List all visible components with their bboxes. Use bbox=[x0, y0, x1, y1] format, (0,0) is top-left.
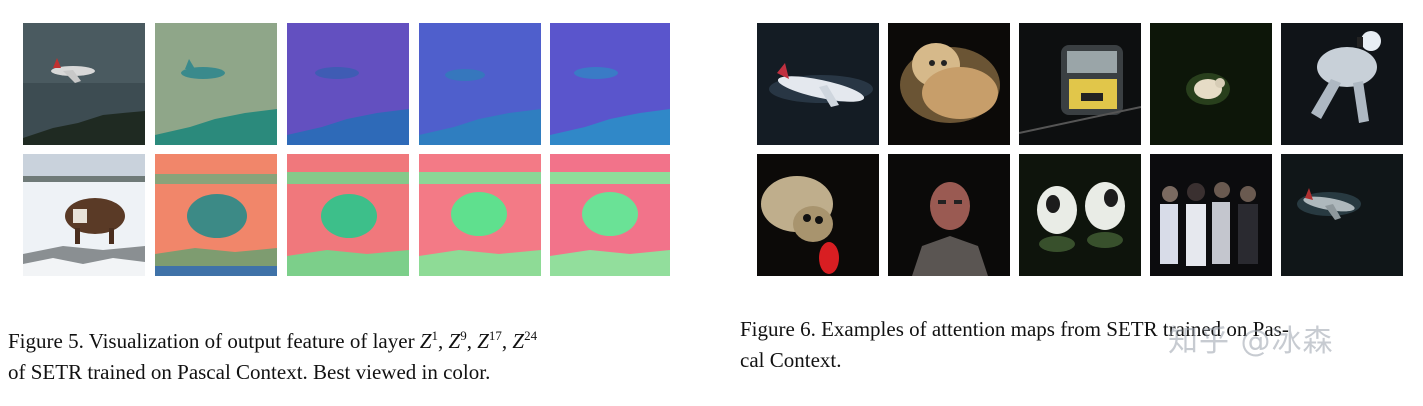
fig5-cow-input bbox=[23, 154, 145, 276]
fig6-attention-dog-jumping bbox=[1281, 23, 1403, 145]
layer-z9: Z9 bbox=[448, 328, 467, 353]
figure-6-caption-line2: cal Context. bbox=[740, 348, 842, 372]
fig6-attention-airplane-2 bbox=[1281, 154, 1403, 276]
fig6-attention-train bbox=[1019, 23, 1141, 145]
fig5-cow-layer9 bbox=[287, 154, 409, 276]
layer-z17: Z17 bbox=[477, 328, 502, 353]
fig6-attention-airplane bbox=[757, 23, 879, 145]
fig6-attention-people bbox=[1150, 154, 1272, 276]
fig6-attention-pug bbox=[757, 154, 879, 276]
fig5-cow-layer24 bbox=[550, 154, 670, 276]
fig5-cow-layer17 bbox=[419, 154, 541, 276]
fig6-attention-person bbox=[888, 154, 1010, 276]
figure-6-caption-line1: Figure 6. Examples of attention maps fro… bbox=[740, 317, 1289, 341]
fig5-airplane-layer1 bbox=[155, 23, 277, 145]
fig6-attention-dog bbox=[888, 23, 1010, 145]
figure-5-caption-line1: Figure 5. Visualization of output featur… bbox=[8, 328, 538, 353]
fig5-cow-layer1 bbox=[155, 154, 277, 276]
fig5-airplane-input bbox=[23, 23, 145, 145]
fig6-attention-cows bbox=[1019, 154, 1141, 276]
figure-5-caption: Figure 5. Visualization of output featur… bbox=[8, 326, 688, 388]
zhihu-watermark: 知乎 @冰森 bbox=[1168, 324, 1334, 359]
figure-6-caption: Figure 6. Examples of attention maps fro… bbox=[740, 314, 1420, 376]
layer-z24: Z24 bbox=[512, 328, 538, 353]
layer-z1: Z1 bbox=[419, 328, 439, 353]
fig6-attention-sheep bbox=[1150, 23, 1272, 145]
figure-5-caption-line2: of SETR trained on Pascal Context. Best … bbox=[8, 360, 491, 384]
fig5-airplane-layer17 bbox=[419, 23, 541, 145]
fig5-airplane-layer24 bbox=[550, 23, 670, 145]
fig5-airplane-layer9 bbox=[287, 23, 409, 145]
